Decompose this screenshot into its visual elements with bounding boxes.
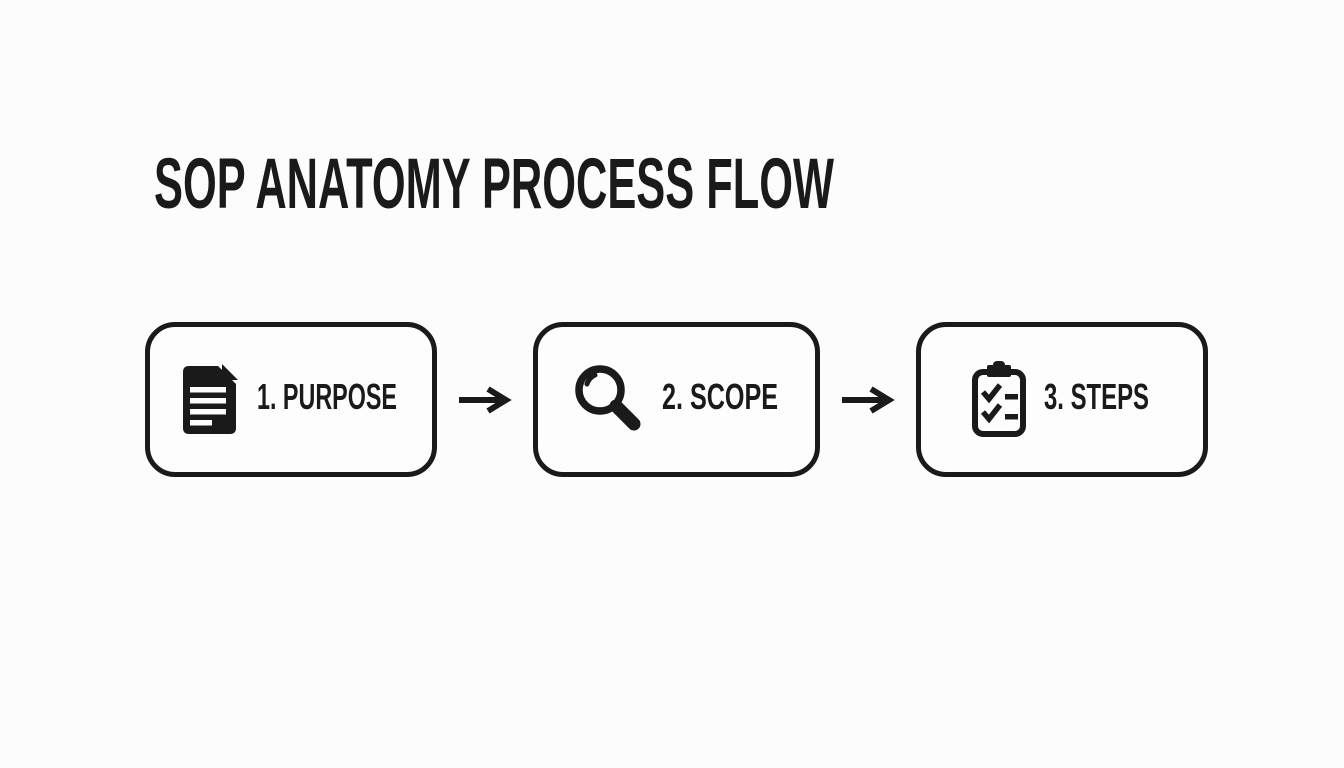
flow-step-purpose: 1. PURPOSE	[145, 322, 437, 477]
process-flow: 1. PURPOSE	[145, 322, 1208, 477]
flow-step-scope: 2. SCOPE	[533, 322, 820, 477]
magnifier-icon	[571, 361, 649, 439]
svg-text:2. SCOPE: 2. SCOPE	[662, 377, 778, 417]
page-title: SOP ANATOMY PROCESS FLOW	[154, 145, 854, 229]
step-label-scope: 2. SCOPE	[662, 376, 782, 422]
flow-connector	[820, 385, 916, 415]
step-label-purpose: 1. PURPOSE	[257, 376, 403, 422]
flow-step-steps: 3. STEPS	[916, 322, 1208, 477]
document-icon	[180, 363, 242, 436]
svg-text:1. PURPOSE: 1. PURPOSE	[257, 377, 397, 417]
step-label-steps: 3. STEPS	[1044, 376, 1154, 422]
right-arrow-icon	[457, 385, 513, 415]
right-arrow-icon	[840, 385, 896, 415]
flow-connector	[437, 385, 533, 415]
svg-text:3. STEPS: 3. STEPS	[1044, 377, 1149, 417]
page-title-text: SOP ANATOMY PROCESS FLOW	[154, 146, 834, 224]
checklist-clipboard-icon	[970, 360, 1028, 439]
